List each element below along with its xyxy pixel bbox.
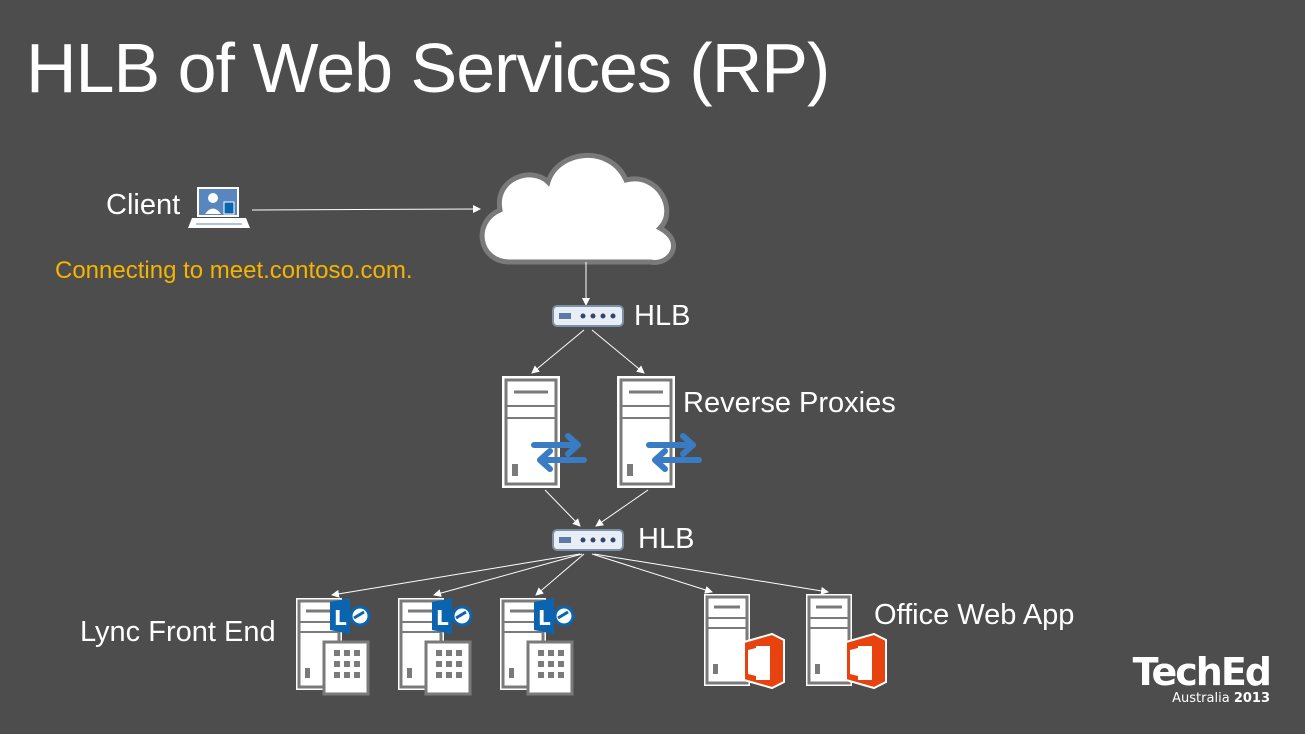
office-web-app-label: Office Web App xyxy=(874,599,1075,631)
logo-region: Australia xyxy=(1172,691,1230,706)
hlb-to-proxy1-arrow xyxy=(531,329,585,374)
lync-front-end-server-icon xyxy=(296,598,369,694)
proxy2-to-hlb-arrow xyxy=(595,489,649,527)
slide-title: HLB of Web Services (RP) xyxy=(26,29,830,107)
teched-logo: TechEd Australia 2013 xyxy=(1130,650,1272,706)
client-laptop-icon xyxy=(188,187,250,228)
logo-brand: TechEd xyxy=(1132,650,1272,694)
hlb-bottom-label: HLB xyxy=(638,523,695,555)
internet-cloud-icon xyxy=(479,153,676,265)
reverse-proxy-server-icon xyxy=(500,374,587,490)
hlb-to-proxy2-arrow xyxy=(591,329,645,374)
office-web-app-server-icon xyxy=(704,594,784,688)
hlb-top-label: HLB xyxy=(634,300,691,332)
lync-front-end-server-icon xyxy=(398,598,471,694)
hlb-to-servers-arrows xyxy=(331,553,829,598)
client-to-cloud-arrow xyxy=(251,205,481,214)
lync-front-end-server-icon xyxy=(500,598,573,694)
client-label: Client xyxy=(106,189,181,221)
reverse-proxy-server-icon xyxy=(615,374,702,490)
logo-year: 2013 xyxy=(1233,691,1270,706)
hlb-bottom-device-icon xyxy=(552,529,624,551)
reverse-proxies-label: Reverse Proxies xyxy=(683,387,896,419)
lync-front-end-label: Lync Front End xyxy=(80,616,276,648)
connecting-note: Connecting to meet.contoso.com. xyxy=(55,257,413,284)
proxy1-to-hlb-arrow xyxy=(544,489,581,527)
logo-subtitle: Australia 2013 xyxy=(1130,692,1270,706)
hlb-top-device-icon xyxy=(552,305,624,327)
